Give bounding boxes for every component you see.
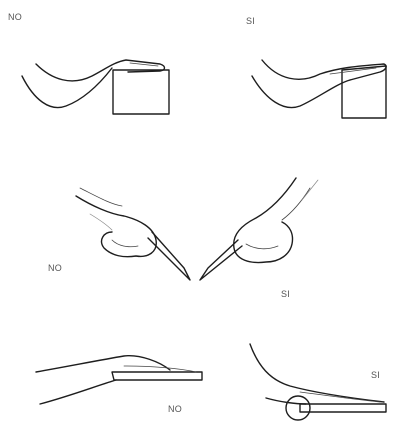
panel-2-correct-label: SI	[281, 289, 290, 299]
hand-outline	[234, 178, 296, 262]
hand-outline	[76, 196, 156, 257]
panel-3-incorrect-label: NO	[168, 404, 182, 414]
panel-1-incorrect-label: NO	[8, 12, 22, 22]
knuckle-line	[112, 240, 138, 247]
forearm-bottom-edge	[40, 380, 116, 404]
pivot-circle	[286, 396, 310, 420]
forearm-bottom-edge	[266, 398, 306, 404]
finger-line	[300, 392, 380, 402]
wrist-line	[282, 188, 310, 220]
arm-upper-edge	[22, 68, 112, 108]
flat-bar	[112, 372, 202, 380]
panel-3-correct-drawing	[250, 344, 386, 420]
panel-1-correct-label: SI	[246, 16, 255, 26]
wrist-line	[80, 188, 122, 206]
box-shape	[113, 70, 169, 114]
shading-line	[90, 214, 112, 230]
panel-2-correct-drawing	[200, 178, 318, 280]
panel-1-correct-drawing	[252, 60, 386, 118]
panel-3-incorrect-drawing	[36, 356, 202, 404]
finger-line	[124, 366, 196, 372]
forearm-top-edge	[250, 344, 384, 402]
forearm-top-edge	[36, 356, 170, 372]
flat-bar	[300, 404, 386, 412]
panel-2-incorrect-drawing	[76, 188, 190, 280]
tool-blade	[200, 240, 242, 280]
panel-1-incorrect-drawing	[22, 60, 169, 114]
arm-lower-edge	[252, 76, 350, 108]
tool-blade	[148, 232, 190, 280]
arm-hand-outline	[262, 60, 386, 80]
panel-2-incorrect-label: NO	[48, 263, 62, 273]
sleeve-line	[302, 180, 318, 200]
panel-3-correct-label: SI	[371, 370, 380, 380]
knuckle-line	[246, 244, 278, 249]
box-shape-angled	[342, 66, 386, 118]
